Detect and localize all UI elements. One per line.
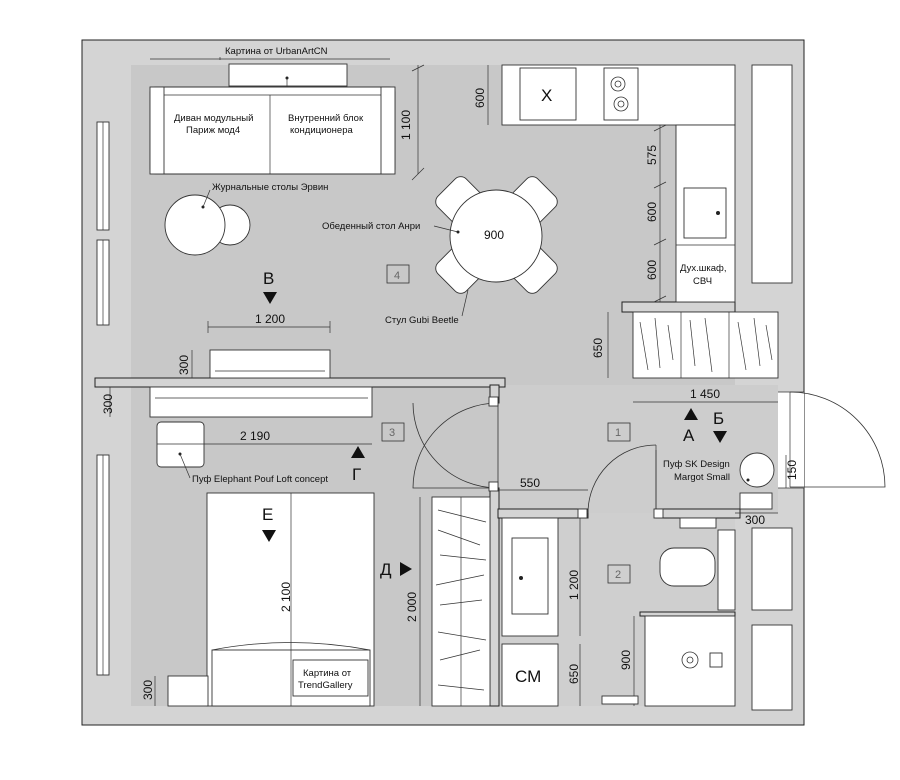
dim-sofa-depth: 1 100 [399,110,413,140]
view-arrow-b [713,431,727,443]
view-arrow-e [262,530,276,542]
fridge-label: Х [541,86,552,105]
tv-console [209,349,331,379]
dim-table-diameter: 900 [484,228,504,242]
washer-label: СМ [515,667,541,686]
painting-bed-label-1: Картина от [303,668,352,679]
dim-600-a: 600 [645,202,659,222]
view-marker-d: Д [380,560,392,579]
entrance-door-swing [789,391,886,488]
dim-650-bath: 650 [567,664,581,684]
room-number-1: 1 [615,427,621,439]
pouf-sk-label-1: Пуф SK Design [663,459,730,470]
entrance-opening [778,392,804,488]
hall-wardrobe-hangers [639,317,773,373]
pouf-sk-design[interactable] [739,452,775,488]
dim-1200-bath: 1 200 [567,570,581,600]
view-marker-b: Б [713,409,724,428]
shoe-bench [739,492,773,510]
dim-2000: 2 000 [405,592,419,622]
dim-150: 150 [785,460,799,480]
bathroom-door-swing [587,444,657,514]
room-number-4: 4 [394,270,400,282]
toilet [659,547,716,587]
painting-top-label: Картина от UrbanArtCN [225,46,328,57]
partition-shower [639,611,736,617]
dim-575: 575 [645,145,659,165]
pouf-sk-label-2: Margot Small [674,472,730,483]
view-arrow-a [684,408,698,420]
dim-kitchen-600-top: 600 [473,88,487,108]
dim-550: 550 [520,476,540,490]
dim-600-b: 600 [645,260,659,280]
view-arrow-d [400,562,412,576]
ac-label-2: кондиционера [290,125,353,136]
oven-label-1: Дух.шкаф, [680,263,727,274]
coffee-tables-label: Журнальные столы Эрвин [212,182,328,193]
sofa-label-2: Париж мод4 [186,125,240,136]
painting-bed-label-2: TrendGallery [298,680,353,691]
dim-300-bed-top: 300 [101,394,115,414]
pouf-elephant-label: Пуф Elephant Pouf Loft concept [192,474,328,485]
bedroom-wardrobe-hangers [435,509,487,691]
painting-bed [292,659,369,697]
pouf-elephant[interactable] [156,421,205,468]
dim-1200-living: 1 200 [255,312,285,326]
dim-2190: 2 190 [240,429,270,443]
toilet-cistern [717,529,736,611]
dim-650-wardrobe: 650 [591,338,605,358]
view-marker-v: В [263,269,274,288]
cooktop [603,67,639,121]
dining-table-label: Обеденный стол Анри [322,221,420,232]
towel-rail [679,517,717,529]
oven-label-2: СВЧ [693,276,712,287]
washing-machine [501,643,559,707]
dim-1450: 1 450 [690,387,720,401]
hall-floor [498,385,778,513]
dim-300-bottom: 300 [141,680,155,700]
sofa-label-1: Диван модульный [174,113,253,124]
partition-bath-top-right [655,508,741,519]
view-marker-e: Е [262,505,273,524]
partition-bedroom-bath [489,487,500,707]
dim-900-shower: 900 [619,650,633,670]
view-arrow-g [351,446,365,458]
dim-bed-length: 2 100 [279,582,293,612]
right-column-mid [751,527,793,611]
dim-300-living: 300 [177,355,191,375]
kitchen-partition [621,301,736,313]
right-column-top [751,64,793,284]
chair-label: Стул Gubi Beetle [385,315,459,326]
view-marker-a: А [683,426,695,445]
right-column-bottom [751,624,793,711]
coffee-table-large[interactable] [164,194,226,256]
bedroom-door-swing [412,402,499,489]
room-number-3: 3 [389,427,395,439]
view-arrow-v [263,292,277,304]
ac-unit [228,63,348,87]
dining-table[interactable] [449,189,543,283]
fridge [519,67,577,121]
bedroom-shelf [149,386,373,418]
view-marker-g: Г [352,465,361,484]
partition-living-bedroom [94,377,506,388]
dim-300-bath: 300 [745,513,765,527]
nightstand [167,675,209,707]
ac-label-1: Внутренний блок [288,113,364,124]
room-number-2: 2 [615,569,621,581]
partition-bath-top [497,508,589,519]
